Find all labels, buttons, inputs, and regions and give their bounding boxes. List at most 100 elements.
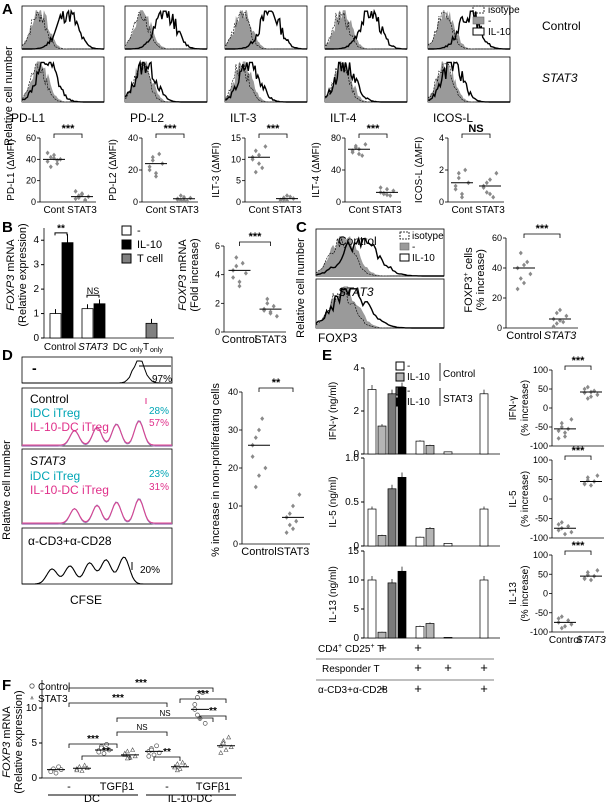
histogram-il10 (224, 61, 307, 103)
data-point (288, 194, 293, 200)
legend-stat3-label: STAT3 (443, 394, 473, 405)
group-il10dc: IL-10-DC (168, 793, 213, 805)
cytokine-label: IFN-γ (ng/ml) (328, 382, 339, 440)
significance-label: *** (62, 123, 76, 135)
histogram-isotype (324, 11, 407, 50)
bar (387, 582, 397, 639)
data-point (237, 283, 242, 289)
data-point (151, 752, 157, 758)
group-label: Cont (43, 205, 64, 216)
data-point (240, 260, 245, 266)
data-point (582, 386, 587, 392)
data-point (157, 151, 162, 157)
data-point (563, 434, 567, 439)
data-point (460, 191, 464, 197)
y-tick-label: 50 (538, 384, 548, 394)
plus-2: + (414, 660, 422, 675)
data-point (124, 748, 130, 754)
data-point (260, 416, 265, 421)
data-point (250, 454, 255, 459)
y-tick-label: 0 (133, 197, 138, 207)
data-point (76, 195, 81, 201)
panel-e-letter: E (322, 347, 332, 364)
data-point (558, 318, 562, 323)
histogram-minus (316, 286, 444, 328)
dot-ylabel2: (% increase) (520, 471, 531, 527)
data-point (175, 197, 180, 202)
panel-a-yaxis-label: Relative cell number (3, 46, 15, 146)
y-tick-label: 0.5 (345, 497, 359, 508)
panel-b-dot-ylabel2: (Fold increase) (189, 238, 201, 311)
y-tick-label: 40 (26, 154, 36, 164)
scatter-ylabel: ILT-4 (ΔMFI) (311, 142, 322, 197)
data-point (297, 492, 302, 497)
scatter-ylabel: PD-L2 (ΔMFI) (108, 139, 119, 201)
y-tick-label: 50 (538, 475, 548, 485)
data-point (528, 271, 533, 277)
bar (93, 303, 106, 339)
data-point (585, 477, 590, 483)
dot-ylabel: IL-13 (508, 582, 519, 605)
sig-label: *** (197, 689, 209, 700)
y-tick-label: -50 (535, 608, 548, 618)
data-point (559, 420, 564, 426)
percent-2: 57% (149, 418, 169, 429)
cytokine-label: IL-5 (ng/ml) (328, 476, 339, 527)
x-label: - (67, 781, 71, 793)
data-point (83, 198, 88, 204)
bar (415, 626, 425, 639)
data-point (45, 159, 50, 164)
histogram-frame (21, 387, 173, 447)
panel-a-legend: isotype - IL-10 (472, 5, 520, 38)
data-point (360, 153, 365, 158)
data-point (55, 161, 60, 166)
y-tick-label: 20 (128, 165, 138, 175)
data-point (132, 753, 138, 759)
legend-il10dc-treg-2: IL-10-DC iTreg (30, 483, 109, 497)
group-dc: DC (84, 793, 100, 805)
data-point (130, 747, 136, 752)
y-tick-label: 2 (439, 165, 444, 175)
panel-f: F Control STAT3 FOXP3 mRNA (Relative exp… (1, 677, 242, 805)
row-label-stat3: STAT3 (30, 454, 66, 468)
dot-ylabel2: (% increase) (520, 380, 531, 436)
data-point (556, 527, 561, 533)
data-point (558, 307, 562, 313)
category-t-only-sub: only (150, 347, 163, 354)
data-point (554, 321, 559, 326)
data-point (484, 190, 489, 195)
bar (479, 393, 489, 455)
marker-label-1: PD-L2 (130, 111, 164, 125)
data-point (265, 296, 270, 302)
data-point (147, 164, 152, 170)
data-point (388, 193, 393, 198)
data-point (263, 144, 268, 149)
data-point (559, 614, 564, 619)
panel-b-letter: B (2, 219, 13, 236)
data-point (551, 324, 556, 329)
data-point (484, 180, 489, 186)
y-tick-label: 4 (215, 270, 220, 280)
data-point (481, 185, 486, 190)
sig-bracket (86, 294, 100, 298)
bar (61, 242, 74, 339)
data-point (488, 191, 492, 197)
sig-bracket (68, 687, 214, 692)
data-point (357, 151, 361, 157)
data-point (559, 625, 564, 631)
panel-d-xaxis-label: CFSE (70, 593, 102, 607)
bar (397, 570, 407, 639)
data-point (460, 194, 464, 200)
y-tick-label: 20 (492, 293, 502, 303)
y-tick-label: 0 (353, 449, 359, 460)
histogram-anti-cd3 (22, 556, 172, 585)
marker-label-0: PD-L1 (11, 111, 45, 125)
data-point (363, 142, 368, 147)
sig-bracket (153, 756, 181, 761)
